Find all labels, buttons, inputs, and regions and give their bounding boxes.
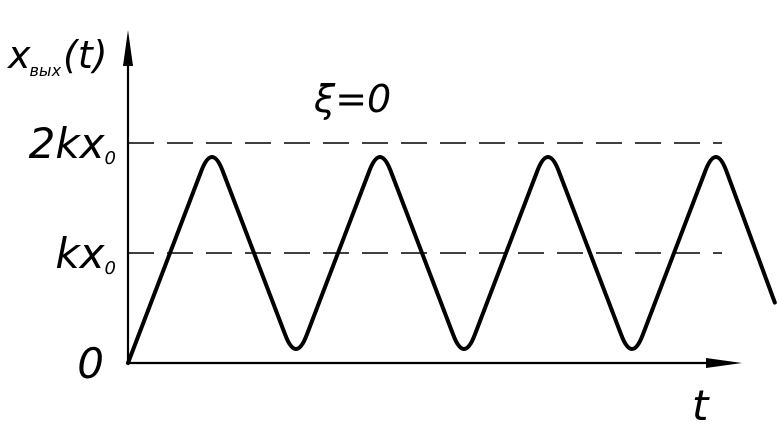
damping-annotation: ξ=0 (313, 77, 391, 121)
axes (123, 30, 742, 368)
series-group (126, 155, 777, 365)
y-tick-label-subscript: 0 (105, 258, 116, 279)
y-tick-label-0: 0 (77, 339, 104, 388)
series-line-0 (126, 155, 777, 365)
y-tick-label-1: kx0 (55, 229, 116, 279)
y-tick-label-main: kx (55, 229, 105, 278)
y-axis-label-subscript: вых (30, 61, 62, 80)
y-axis-label-main: x (7, 33, 31, 77)
y-tick-label-main: 2kx (29, 119, 106, 168)
y-axis-label: xвых(t) (7, 33, 108, 80)
y-axis-label-argument: (t) (63, 33, 108, 77)
y-axis-arrow (123, 30, 133, 66)
y-tick-label-main: 0 (77, 339, 104, 388)
labels-group: xвых(t) ξ=0 t (7, 33, 710, 430)
x-axis-label: t (692, 381, 710, 430)
y-tick-label-2: 2kx0 (29, 119, 116, 169)
x-axis-arrow (706, 358, 742, 368)
reference-lines (128, 142, 722, 254)
y-tick-label-subscript: 0 (105, 148, 116, 169)
